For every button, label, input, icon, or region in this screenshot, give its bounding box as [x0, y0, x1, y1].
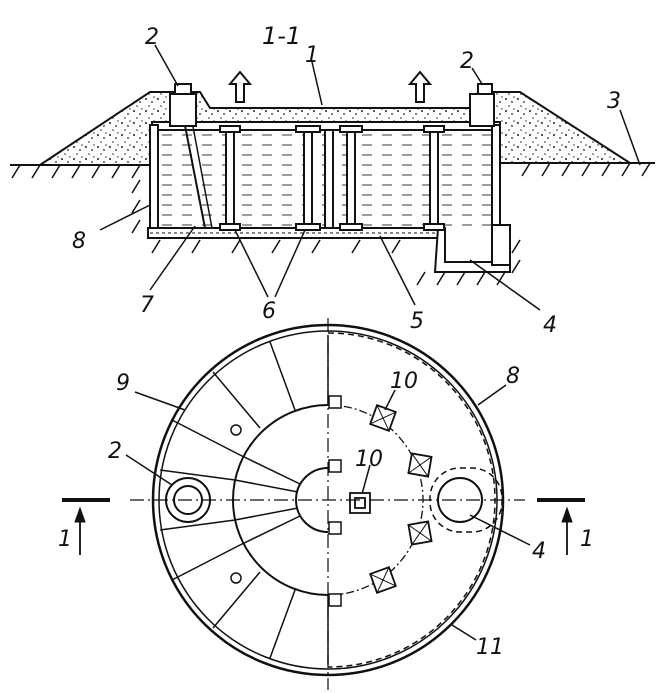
sump-hatch: [416, 239, 521, 286]
label-4-top: 4: [543, 313, 557, 338]
inner-ring-arc: [295, 467, 329, 533]
label-8-plan: 8: [506, 364, 520, 389]
manhole-left: [169, 83, 197, 127]
tank-wall-right: [491, 124, 501, 226]
labels: 1-1 1 2 2 3 8 7 6 5 4 9 2 10 10 8 4 11 1…: [58, 22, 621, 660]
label-5: 5: [410, 309, 424, 334]
axis-column-marks: [328, 395, 342, 607]
plan-hole-bottom: [230, 572, 242, 584]
columns: [219, 125, 445, 231]
label-11: 11: [476, 635, 504, 660]
label-7: 7: [140, 293, 154, 318]
foundation-hatch: [131, 179, 401, 254]
label-3: 3: [607, 89, 621, 114]
label-10-b: 10: [355, 447, 383, 472]
label-8-left: 8: [72, 229, 86, 254]
label-6: 6: [262, 299, 276, 324]
column-5: [429, 129, 439, 229]
vent-left: [227, 70, 253, 103]
label-9: 9: [116, 371, 130, 396]
ground-hatch-right: [521, 162, 651, 177]
leader-lines-plan: [125, 384, 531, 641]
label-1-left: 1: [58, 527, 72, 552]
column-4: [346, 129, 356, 229]
leader-lines-section: [99, 44, 641, 311]
roof-slab: [151, 121, 501, 131]
section-view: [10, 44, 655, 311]
label-2-left: 2: [145, 25, 159, 50]
label-1-right: 1: [580, 527, 594, 552]
manhole-right: [469, 83, 495, 127]
tank-wall-left: [149, 124, 159, 238]
floor-slab: [147, 227, 439, 239]
plan-view: [62, 318, 585, 690]
section-marker-left: [62, 498, 110, 555]
ground-hatch-left: [11, 164, 141, 179]
label-10-a: 10: [390, 369, 418, 394]
plan-hole-top: [230, 424, 242, 436]
label-2-plan: 2: [108, 439, 122, 464]
section-title: 1-1: [262, 22, 301, 50]
vent-right: [407, 70, 433, 103]
column-3: [324, 129, 334, 229]
label-4-plan: 4: [532, 539, 546, 564]
label-1-top: 1: [305, 43, 319, 68]
column-squares-10: [349, 404, 433, 594]
label-2-right: 2: [460, 49, 474, 74]
section-marker-right: [537, 498, 585, 555]
sump-wall: [491, 224, 511, 266]
column-2: [303, 129, 313, 229]
column-1: [225, 129, 235, 229]
